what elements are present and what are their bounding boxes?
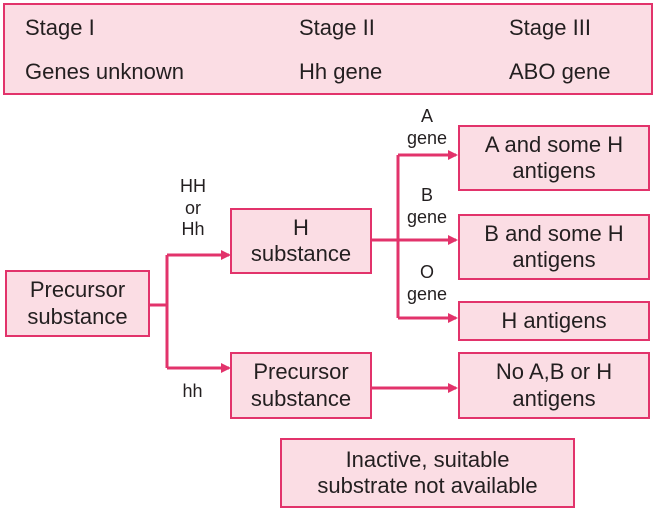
a-antigens-line1: A and some H [484,131,624,157]
hh-upper-line1: HH [180,176,206,196]
a-gene-label: A gene [396,106,458,149]
b-antigens-line1: B and some H [484,220,624,246]
inactive-note-line1: Inactive, suitable [345,446,510,472]
precursor-left-line1: Precursor [29,277,126,303]
hh-or-hh-label: HH or Hh [168,176,218,241]
o-gene-line1: O [419,262,434,282]
no-antigens-line2: antigens [512,385,596,411]
precursor-substance-left-box: Precursor substance [5,270,150,337]
h-substance-line1: H [293,214,309,240]
stage-2-label: Stage II [299,15,375,40]
stage-3-label: Stage III [509,15,591,40]
stage-2-gene: Hh gene [299,59,383,84]
stage-header: Stage I Genes unknown Stage II Hh gene S… [3,3,653,95]
inactive-note-line2: substrate not available [317,473,538,498]
a-antigens-box: A and some H antigens [458,125,650,191]
hh-lower-text: hh [182,381,203,401]
b-gene-line1: B [420,185,433,205]
hh-upper-line3: Hh [181,219,205,240]
h-substance-box: H substance [230,208,372,274]
b-gene-label: B gene [396,185,458,228]
b-antigens-box: B and some H antigens [458,214,650,280]
h-substance-line2: substance [250,241,352,266]
hh-upper-line2: or [184,197,201,218]
a-gene-line1: A [420,106,433,126]
stage-3-gene: ABO gene [509,59,611,84]
h-antigens-text: H antigens [501,307,607,333]
a-antigens-line2: antigens [512,158,596,183]
h-antigens-box: H antigens [458,301,650,341]
b-gene-line2: gene [406,206,448,227]
stage-1-label: Stage I [25,15,95,40]
o-gene-label: O gene [396,262,458,305]
a-gene-line2: gene [406,127,448,148]
precursor-bottom-line2: substance [250,385,352,411]
hh-lower-label: hh [170,381,215,403]
stage-1-gene: Genes unknown [25,59,184,84]
precursor-left-line2: substance [27,303,128,329]
no-antigens-box: No A,B or H antigens [458,352,650,419]
o-gene-line2: gene [406,283,448,304]
precursor-bottom-line1: Precursor [253,359,349,385]
inactive-note-box: Inactive, suitable substrate not availab… [280,438,575,508]
no-antigens-line1: No A,B or H [495,359,613,385]
precursor-substance-bottom-box: Precursor substance [230,352,372,419]
b-antigens-line2: antigens [512,247,596,272]
